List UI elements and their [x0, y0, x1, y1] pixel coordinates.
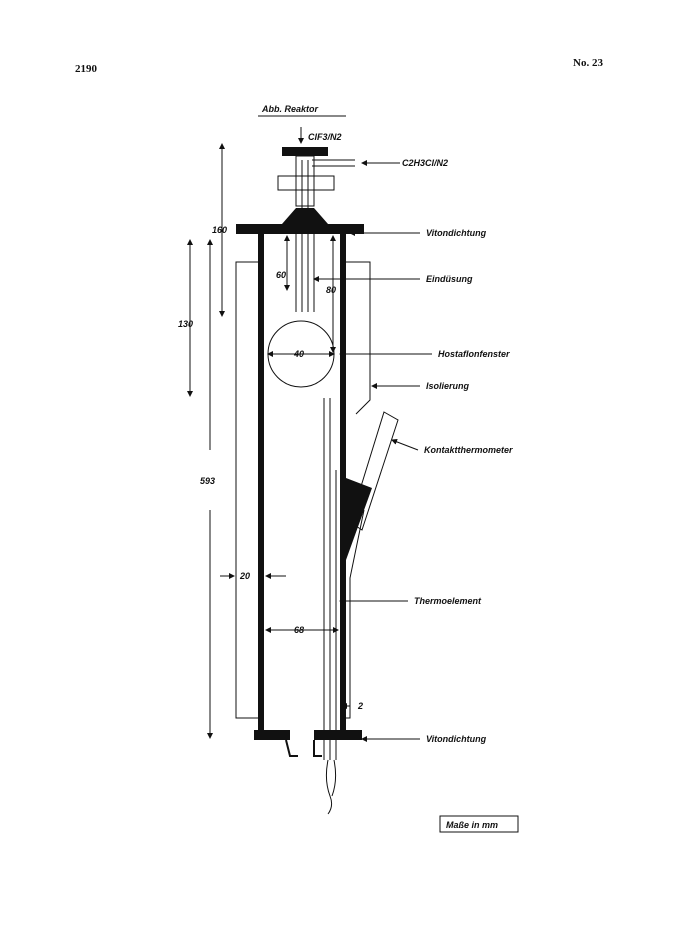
- label-contact-thermo: Kontaktthermometer: [424, 445, 513, 455]
- journal-number: No. 23: [573, 57, 603, 69]
- bottom-flange-right-hatch: [318, 736, 358, 740]
- dim-20: 20: [239, 571, 250, 581]
- label-viton-bottom: Vitondichtung: [426, 734, 487, 744]
- bottom-flange-right: [314, 730, 362, 740]
- label-nozzle: Eindüsung: [426, 274, 473, 284]
- top-flange: [236, 224, 364, 234]
- label-viton-top: Vitondichtung: [426, 228, 487, 238]
- bottom-flange-left-foot: [285, 739, 298, 757]
- top-neck: [295, 155, 315, 207]
- bottom-flange-left: [254, 730, 290, 740]
- top-flange-shoulder: [282, 208, 328, 224]
- label-inlet-top: ClF3/N2: [308, 132, 342, 142]
- label-inlet-side: C2H3Cl/N2: [402, 158, 448, 168]
- insulation-outline: [235, 261, 258, 719]
- units-note-box: [439, 815, 519, 833]
- top-coupling: [277, 175, 335, 191]
- figure-title: Abb. Reaktor: [261, 104, 319, 114]
- dim-130: 130: [178, 319, 193, 329]
- page-number: 2190: [75, 63, 97, 75]
- dim-80: 80: [326, 285, 336, 295]
- bottom-flange-left-hatch: [258, 736, 288, 740]
- reactor-wall-right: [340, 234, 346, 730]
- reactor-wall-left: [258, 234, 264, 730]
- thermoelement-wires: [325, 759, 337, 815]
- label-thermoelement: Thermoelement: [414, 596, 482, 606]
- contact-thermo-pointer: [391, 438, 419, 451]
- dim-593: 593: [200, 476, 215, 486]
- dim-2: 2: [357, 701, 363, 711]
- insulation-outline-right: [346, 261, 371, 719]
- contact-thermometer-mount: [346, 478, 372, 560]
- label-window: Hostaflonfenster: [438, 349, 510, 359]
- label-insulation: Isolierung: [426, 381, 470, 391]
- bottom-flange-right-foot: [313, 740, 322, 757]
- dim-60: 60: [276, 270, 286, 280]
- top-cap: [282, 147, 328, 156]
- dim-40: 40: [293, 349, 304, 359]
- dim-160: 160: [212, 225, 227, 235]
- dim-68: 68: [294, 625, 304, 635]
- units-note: Maße in mm: [446, 820, 498, 830]
